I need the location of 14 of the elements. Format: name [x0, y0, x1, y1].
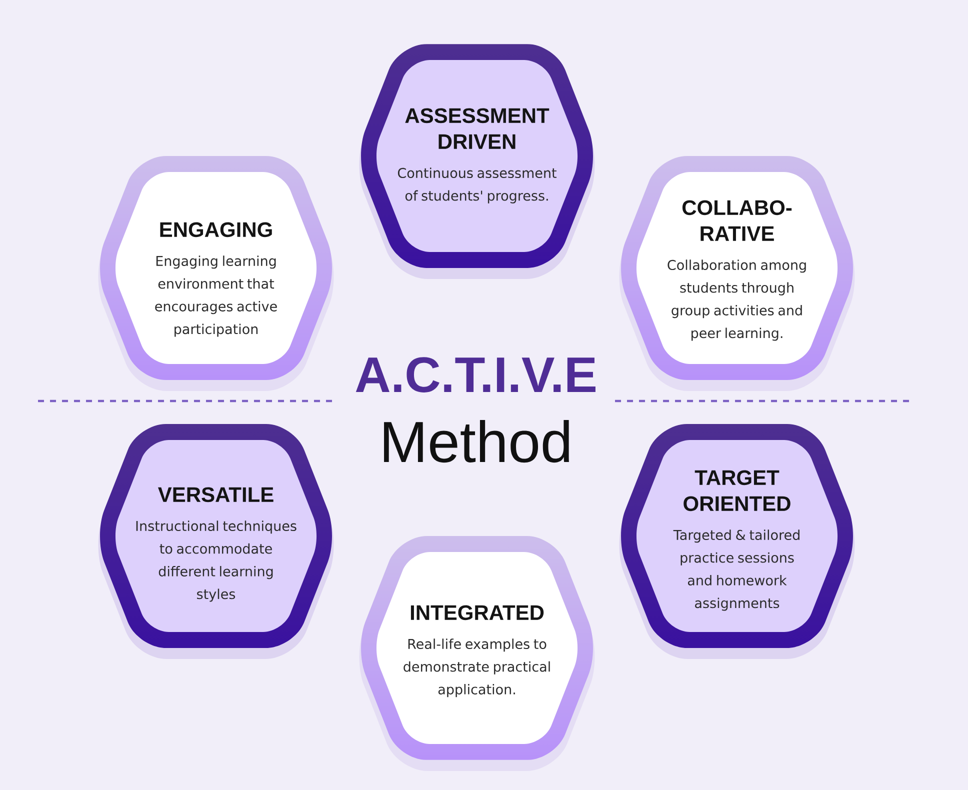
heading: ASSESSMENT DRIVEN — [405, 108, 550, 149]
title: A.C.T.I.V.E — [356, 357, 596, 392]
description: Targeted & tailored practice sessions and homework assignments — [673, 530, 800, 611]
heading: INTEGRATED — [410, 605, 544, 620]
description: Instructional techniques to accommodate different learning styles — [136, 520, 296, 602]
subtitle: Method — [384, 420, 569, 463]
description: Continuous assessment of students' progress. — [398, 168, 556, 204]
heading: ENGAGING — [160, 222, 272, 238]
description: Real-life examples to demonstrate practical application. — [404, 638, 550, 698]
heading: TARGET ORIENTED — [684, 470, 790, 512]
description: Collaboration among students through group activities and peer learning. — [668, 260, 806, 341]
description: Engaging learning environment that encourages active participation — [155, 256, 277, 337]
heading: VERSATILE — [158, 487, 274, 502]
heading: COLLABO- RATIVE — [682, 200, 792, 241]
